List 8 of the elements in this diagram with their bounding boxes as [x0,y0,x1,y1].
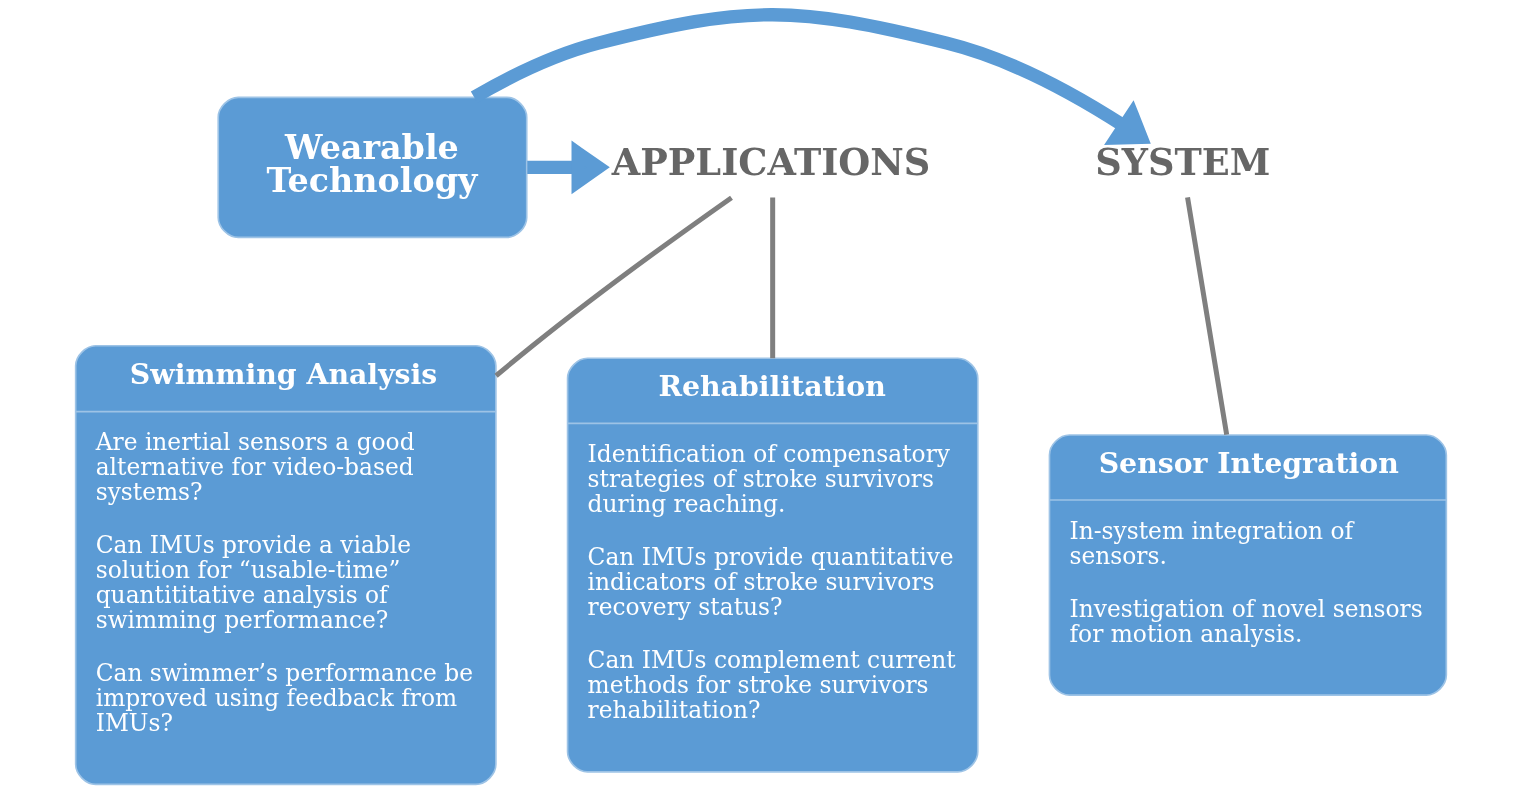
node-box: Wearable Technology [216,96,528,239]
arrow [470,8,1151,145]
node-text: APPLICATIONS [611,141,930,185]
connector [1184,197,1229,436]
connector [769,197,775,359]
connector [493,195,733,378]
arrow [526,140,610,195]
node-text: SYSTEM [1094,141,1270,185]
